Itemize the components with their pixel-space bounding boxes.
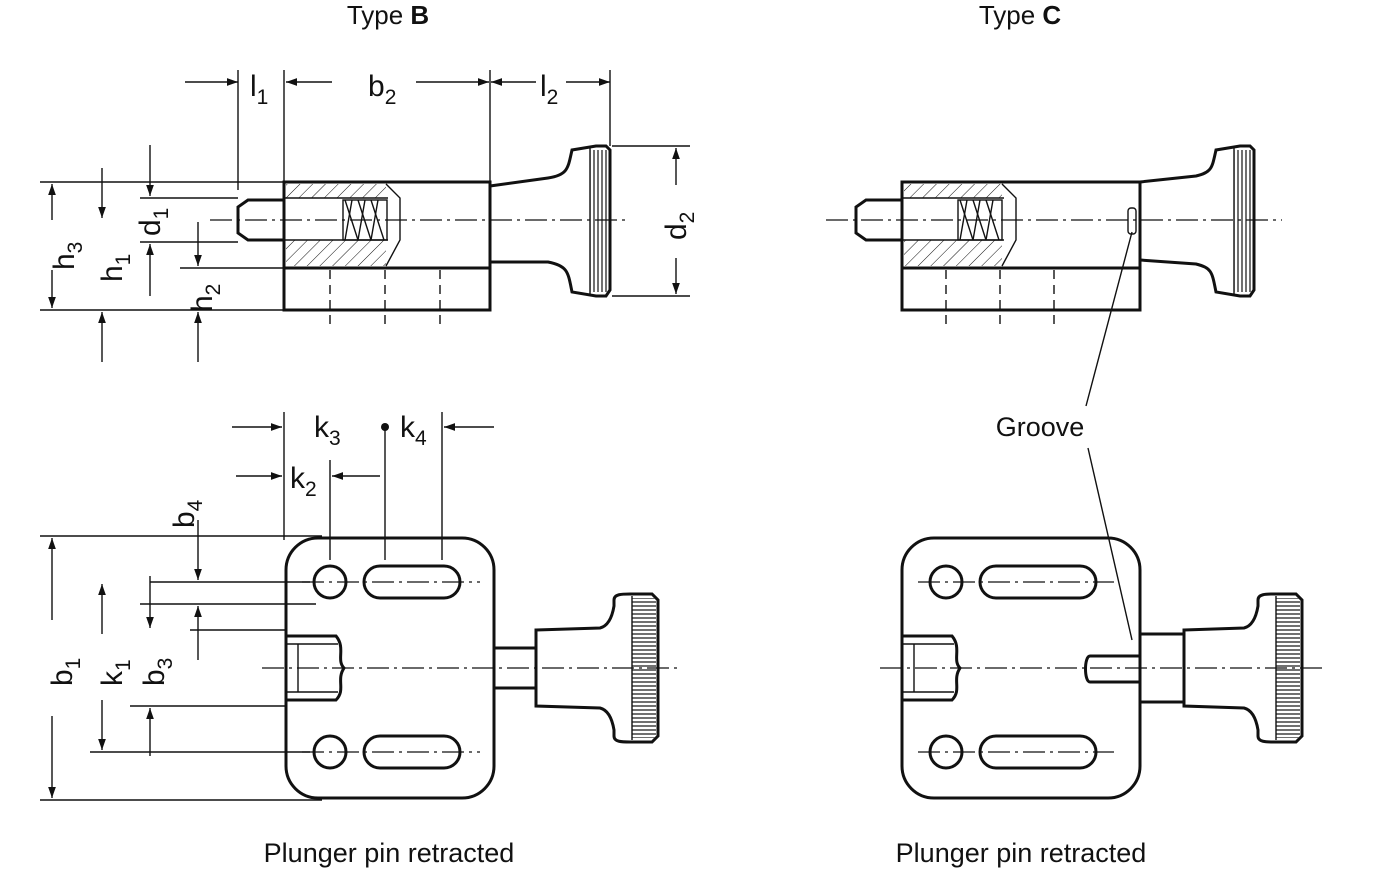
groove-label: Groove — [996, 412, 1085, 442]
dim-h2-label: h2 — [186, 284, 225, 312]
dim-b3-label: b3 — [138, 658, 177, 686]
dim-k1-label: k1 — [96, 659, 135, 686]
groove-leader-bottom — [1087, 447, 1133, 641]
type-b-title: Type B — [347, 0, 429, 30]
type-b-side-view: l1 b2 l2 d2 — [40, 70, 699, 362]
type-b-top-view: k3 k4 k2 — [40, 411, 680, 801]
type-c-top-view — [880, 536, 1326, 800]
type-c-side-view — [826, 144, 1282, 325]
dim-k3-label: k3 — [314, 411, 341, 450]
dim-h1-label: h1 — [96, 254, 135, 282]
dim-l2-label: l2 — [540, 70, 558, 109]
dim-h3-label: h3 — [48, 242, 87, 270]
dim-b1-label: b1 — [46, 658, 85, 686]
dim-d1-label: d1 — [134, 208, 173, 236]
caption-type-b: Plunger pin retracted — [264, 838, 515, 868]
caption-type-c: Plunger pin retracted — [896, 838, 1147, 868]
type-c-title: Type C — [979, 0, 1062, 30]
dim-b2-label: b2 — [368, 70, 396, 109]
dim-k2-label: k2 — [290, 462, 317, 501]
dim-l1-label: l1 — [250, 70, 268, 109]
dim-d2-label: d2 — [660, 212, 699, 240]
dim-b4-label: b4 — [168, 499, 207, 528]
groove-leader-top — [1085, 231, 1133, 407]
dim-k4-label: k4 — [400, 411, 427, 450]
